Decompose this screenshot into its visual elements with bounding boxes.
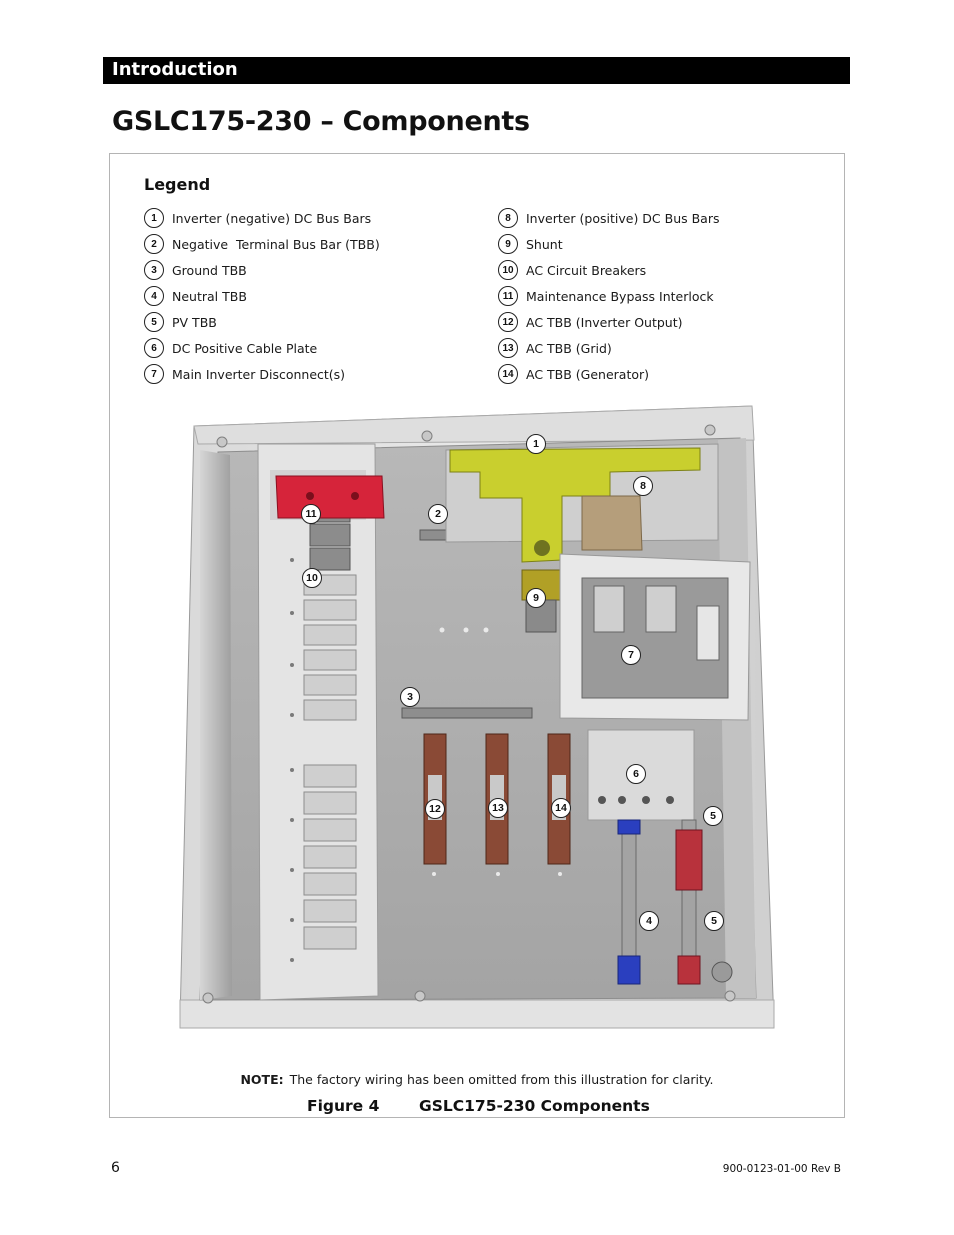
legend-label: AC TBB (Grid): [526, 340, 612, 356]
legend-label: Negative Terminal Bus Bar (TBB): [172, 236, 380, 252]
callout-13: 13: [488, 798, 508, 818]
legend-item-13: 13 AC TBB (Grid): [498, 338, 612, 358]
legend-item-12: 12 AC TBB (Inverter Output): [498, 312, 683, 332]
legend-title: Legend: [144, 175, 211, 194]
legend-number: 11: [498, 286, 518, 306]
legend-item-10: 10 AC Circuit Breakers: [498, 260, 646, 280]
legend-item-8: 8 Inverter (positive) DC Bus Bars: [498, 208, 720, 228]
callout-3: 3: [400, 687, 420, 707]
legend-item-7: 7 Main Inverter Disconnect(s): [144, 364, 345, 384]
legend-label: AC TBB (Inverter Output): [526, 314, 683, 330]
legend-number: 14: [498, 364, 518, 384]
legend-item-11: 11 Maintenance Bypass Interlock: [498, 286, 714, 306]
legend-item-5: 5 PV TBB: [144, 312, 217, 332]
callout-9: 9: [526, 588, 546, 608]
callout-6: 6: [626, 764, 646, 784]
figure-caption: GSLC175-230 Components: [419, 1097, 650, 1115]
figure-number: Figure 4: [307, 1097, 380, 1115]
legend-number: 5: [144, 312, 164, 332]
legend-number: 8: [498, 208, 518, 228]
callout-10: 10: [302, 568, 322, 588]
legend-number: 2: [144, 234, 164, 254]
legend-item-2: 2 Negative Terminal Bus Bar (TBB): [144, 234, 380, 254]
legend-number: 1: [144, 208, 164, 228]
legend-number: 6: [144, 338, 164, 358]
section-title: Introduction: [112, 59, 238, 80]
callout-1: 1: [526, 434, 546, 454]
legend-label: Inverter (negative) DC Bus Bars: [172, 210, 372, 226]
legend-number: 3: [144, 260, 164, 280]
legend-label: Shunt: [526, 236, 563, 252]
note-label: NOTE:: [240, 1072, 284, 1087]
callout-12: 12: [425, 799, 445, 819]
figure-frame: [109, 153, 845, 1118]
legend-label: PV TBB: [172, 314, 217, 330]
legend-label: AC TBB (Generator): [526, 366, 650, 382]
legend-label: AC Circuit Breakers: [526, 262, 647, 278]
legend-item-1: 1 Inverter (negative) DC Bus Bars: [144, 208, 371, 228]
enclosure-illustration: [179, 405, 775, 1029]
legend-number: 9: [498, 234, 518, 254]
legend-label: Main Inverter Disconnect(s): [172, 366, 346, 382]
legend-label: Neutral TBB: [172, 288, 247, 304]
document-number: 900-0123-01-00 Rev B: [722, 1163, 841, 1175]
callout-11: 11: [301, 504, 321, 524]
note-text: The factory wiring has been omitted from…: [289, 1072, 714, 1087]
callout-7: 7: [621, 645, 641, 665]
callout-4: 4: [639, 911, 659, 931]
legend-number: 7: [144, 364, 164, 384]
callout-14: 14: [551, 798, 571, 818]
legend-item-9: 9 Shunt: [498, 234, 563, 254]
legend-item-4: 4 Neutral TBB: [144, 286, 247, 306]
page-title: GSLC175-230 – Components: [112, 106, 530, 137]
legend-item-14: 14 AC TBB (Generator): [498, 364, 649, 384]
figure-note: NOTE: The factory wiring has been omitted…: [0, 1072, 954, 1087]
section-header-bar: Introduction: [103, 57, 850, 84]
legend-number: 10: [498, 260, 518, 280]
legend-label: Inverter (positive) DC Bus Bars: [526, 210, 720, 226]
page-number: 6: [111, 1160, 120, 1176]
legend-number: 4: [144, 286, 164, 306]
legend-number: 12: [498, 312, 518, 332]
legend-number: 13: [498, 338, 518, 358]
legend-item-3: 3 Ground TBB: [144, 260, 247, 280]
callout-5a: 5: [703, 806, 723, 826]
callout-2: 2: [428, 504, 448, 524]
legend-item-6: 6 DC Positive Cable Plate: [144, 338, 317, 358]
callout-5b: 5: [704, 911, 724, 931]
callout-8: 8: [633, 476, 653, 496]
legend-label: Maintenance Bypass Interlock: [526, 288, 714, 304]
legend-label: DC Positive Cable Plate: [172, 340, 318, 356]
legend-label: Ground TBB: [172, 262, 247, 278]
